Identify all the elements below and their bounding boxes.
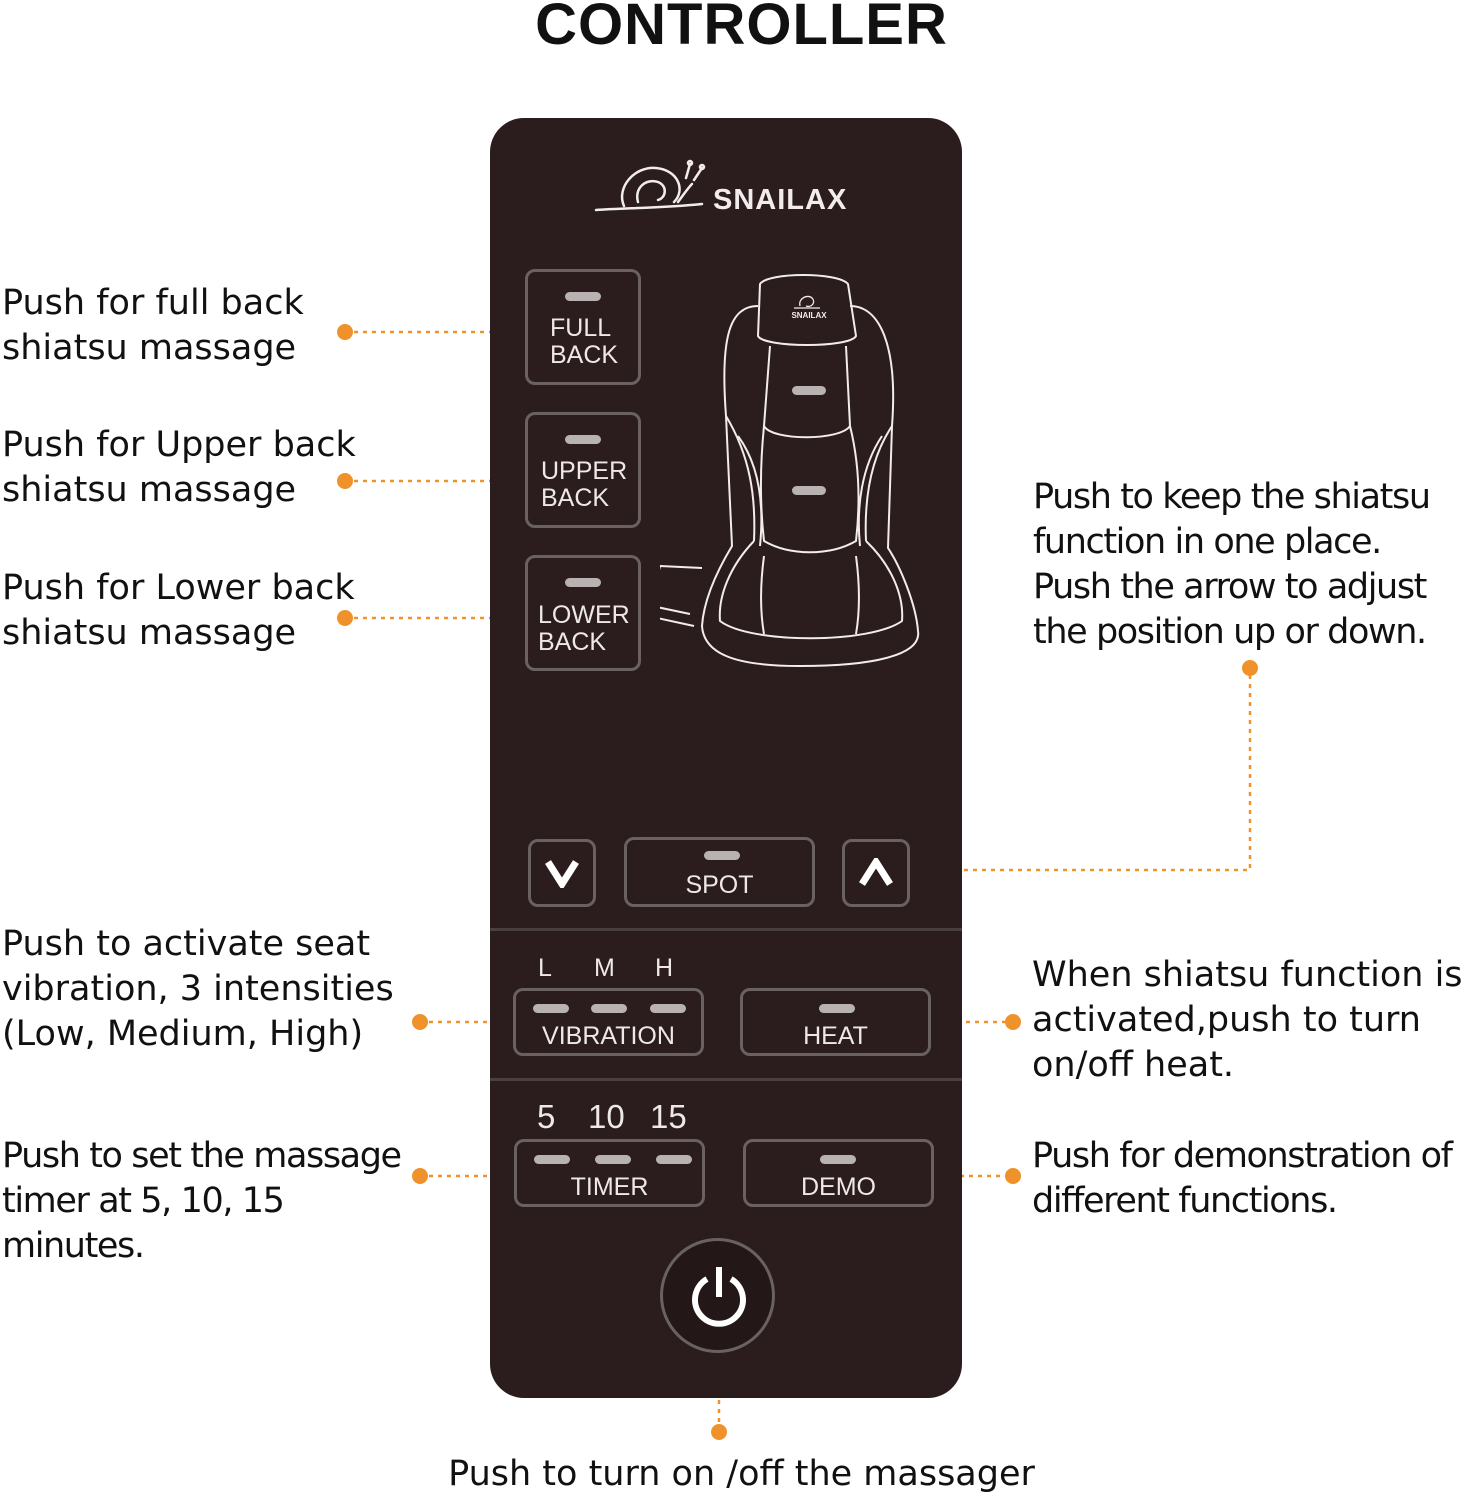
- callout-demo: Push for demonstration of different func…: [1032, 1136, 1453, 1221]
- timer-led-5: [534, 1155, 570, 1164]
- leader-dot-demo: [1005, 1168, 1021, 1184]
- massage-seat-illustration: SNAILAX: [660, 274, 920, 667]
- callout-timer: Push to set the massage timer at 5, 10, …: [2, 1136, 402, 1266]
- snail-logo-icon: [594, 159, 706, 212]
- leader-dot-power: [711, 1424, 727, 1440]
- callout-power: Push to turn on /off the massager: [448, 1454, 1035, 1494]
- full-back-button[interactable]: FULL BACK: [525, 269, 641, 385]
- page-title: CONTROLLER: [535, 0, 948, 57]
- heat-led: [819, 1004, 855, 1013]
- callout-heat: When shiatsu function is activated,push …: [1032, 955, 1463, 1085]
- timer-value-5: 5: [537, 1098, 556, 1135]
- upper-back-label: UPPER BACK: [541, 457, 628, 512]
- lower-back-led: [565, 578, 601, 587]
- remote-controller: SNAILAX FULL BACK UPPER BACK LOWER BACK: [490, 118, 962, 1398]
- demo-label: DEMO: [801, 1173, 876, 1201]
- callout-full-back: Push for full back shiatsu massage: [2, 283, 304, 368]
- vibration-led-low: [533, 1004, 569, 1013]
- callout-vibration: Push to activate seat vibration, 3 inten…: [2, 924, 394, 1054]
- timer-led-10: [595, 1155, 631, 1164]
- spot-led: [704, 851, 740, 860]
- position-down-button[interactable]: [528, 839, 596, 907]
- full-back-label: FULL BACK: [550, 314, 619, 369]
- leader-dot-spot: [1242, 660, 1258, 676]
- brand-name: SNAILAX: [713, 184, 848, 216]
- timer-led-15: [656, 1155, 692, 1164]
- lower-back-button[interactable]: LOWER BACK: [525, 555, 641, 671]
- leader-dot-heat: [1005, 1014, 1021, 1030]
- leader-dot-full-back: [337, 324, 353, 340]
- spot-button[interactable]: SPOT: [624, 837, 815, 907]
- power-button[interactable]: [660, 1238, 775, 1353]
- vibration-led-high: [650, 1004, 686, 1013]
- timer-value-15: 15: [650, 1098, 687, 1135]
- demo-led: [820, 1155, 856, 1164]
- lower-back-label: LOWER BACK: [538, 601, 630, 656]
- position-up-button[interactable]: [842, 839, 910, 907]
- chevron-down-icon: [545, 860, 579, 888]
- chevron-up-icon: [859, 858, 893, 886]
- vibration-level-medium: M: [594, 954, 615, 982]
- panel-divider-2: [490, 1078, 962, 1081]
- timer-button[interactable]: TIMER: [514, 1139, 705, 1207]
- vibration-button[interactable]: VIBRATION: [513, 988, 704, 1056]
- upper-back-button[interactable]: UPPER BACK: [525, 412, 641, 528]
- vibration-level-high: H: [655, 954, 674, 982]
- callout-spot: Push to keep the shiatsu function in one…: [1033, 477, 1431, 652]
- upper-back-led: [565, 435, 601, 444]
- timer-value-10: 10: [588, 1098, 625, 1135]
- heat-label: HEAT: [803, 1022, 868, 1050]
- spot-label: SPOT: [685, 871, 754, 899]
- vibration-level-low: L: [538, 954, 552, 982]
- vibration-led-medium: [591, 1004, 627, 1013]
- callout-lower-back: Push for Lower back shiatsu massage: [2, 568, 355, 653]
- timer-label: TIMER: [570, 1173, 649, 1201]
- vibration-label: VIBRATION: [542, 1022, 675, 1050]
- panel-divider-1: [490, 928, 962, 931]
- callout-upper-back: Push for Upper back shiatsu massage: [2, 425, 356, 510]
- leader-dot-vibration: [412, 1014, 428, 1030]
- full-back-led: [565, 292, 601, 301]
- heat-button[interactable]: HEAT: [740, 988, 931, 1056]
- demo-button[interactable]: DEMO: [743, 1139, 934, 1207]
- seat-logo-text: SNAILAX: [791, 311, 827, 320]
- power-icon: [692, 1267, 746, 1327]
- leader-dot-timer: [412, 1168, 428, 1184]
